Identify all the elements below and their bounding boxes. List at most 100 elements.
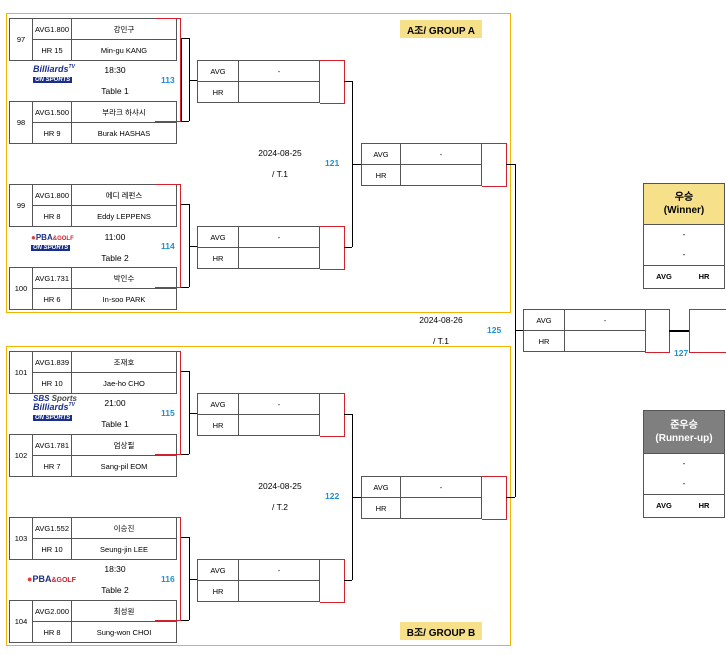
match-result-box: AVG- HR <box>361 476 482 519</box>
avg-label: AVG <box>197 226 239 248</box>
avg-label: AVG <box>197 559 239 581</box>
bracket-line <box>181 204 189 205</box>
bracket-line <box>181 121 189 122</box>
bracket-line <box>181 620 189 621</box>
match-table: Table 2 <box>101 253 129 263</box>
score-value <box>238 247 320 269</box>
bracket-connector <box>155 184 181 288</box>
player-name-en: Sung-won CHOI <box>71 621 177 643</box>
score-value: - <box>238 393 320 415</box>
player-hr: HR 10 <box>32 372 72 394</box>
broadcaster-logo: ●PBA&GOLF <box>27 574 76 585</box>
runnerup-header: 준우승 (Runner-up) <box>644 411 724 454</box>
winner-line1: - <box>682 230 686 239</box>
bracket-connector <box>482 476 507 520</box>
bracket-line <box>344 81 352 82</box>
player-avg: AVG1.839 <box>32 351 72 373</box>
match-number: 113 <box>161 75 175 85</box>
runnerup-hr-label: HR <box>698 501 710 510</box>
match-result-box: AVG- HR <box>197 559 320 602</box>
hr-label: HR <box>361 497 401 519</box>
match-date: 2024-08-25 <box>258 148 302 158</box>
avg-label: AVG <box>197 60 239 82</box>
bracket-connector <box>320 60 345 104</box>
score-value: - <box>238 226 320 248</box>
bracket-line <box>344 414 352 415</box>
bracket-connector <box>155 517 181 621</box>
score-value: - <box>564 309 646 331</box>
seed-number: 102 <box>9 434 33 477</box>
bracket-line <box>181 454 189 455</box>
match-table: / T.2 <box>272 502 288 512</box>
player-hr: HR 8 <box>32 621 72 643</box>
player-card: 102 AVG1.781 엄상필 HR 7 Sang-pil EOM <box>9 434 177 477</box>
winner-line2: - <box>644 245 724 266</box>
score-value: - <box>400 476 482 498</box>
score-value <box>400 164 482 186</box>
score-value: - <box>238 559 320 581</box>
avg-label: AVG <box>523 309 565 331</box>
bracket-line <box>189 246 197 247</box>
match-number: 122 <box>325 491 340 501</box>
bracket-line <box>669 330 689 332</box>
player-name-en: In-soo PARK <box>71 288 177 310</box>
bracket-line <box>189 80 197 81</box>
winner-hr-label: HR <box>698 272 710 281</box>
player-avg: AVG1.800 <box>32 184 72 206</box>
broadcaster-logo: SBS Sports BilliardsTV ON SPORTS <box>33 394 78 421</box>
bracket-line <box>515 330 523 331</box>
bracket-line <box>181 38 189 39</box>
bracket-line <box>181 38 182 121</box>
broadcaster-logo: ●PBA&GOLF ON SPORTS <box>31 233 74 251</box>
player-name-en: Seung-jin LEE <box>71 538 177 560</box>
group-a-box <box>6 13 511 313</box>
player-hr: HR 15 <box>32 39 72 61</box>
seed-number: 98 <box>9 101 33 144</box>
bracket-connector <box>689 309 726 353</box>
player-hr: HR 9 <box>32 122 72 144</box>
winner-header: 우승 (Winner) <box>644 184 724 225</box>
bracket-line <box>181 537 189 538</box>
seed-number: 100 <box>9 267 33 310</box>
player-name-en: Eddy LEPPENS <box>71 205 177 227</box>
runnerup-line1: - <box>682 459 686 468</box>
player-avg: AVG1.500 <box>32 101 72 123</box>
bracket-connector <box>320 393 345 437</box>
match-result-box: AVG- HR <box>197 226 320 269</box>
bracket-connector <box>645 309 670 353</box>
player-avg: AVG1.731 <box>32 267 72 289</box>
score-value: - <box>400 143 482 165</box>
group-a-label: A조/ GROUP A <box>400 20 482 38</box>
hr-label: HR <box>361 164 401 186</box>
runnerup-avg-label: AVG <box>656 501 672 510</box>
player-avg: AVG1.800 <box>32 18 72 40</box>
match-time: 18:30 <box>104 564 126 574</box>
avg-label: AVG <box>361 476 401 498</box>
bracket-line <box>189 537 190 620</box>
match-table: Table 1 <box>101 419 129 429</box>
bracket-connector <box>482 143 507 187</box>
bracket-line <box>344 247 352 248</box>
match-time: 11:00 <box>104 232 126 242</box>
seed-number: 104 <box>9 600 33 643</box>
player-name-en: Min-gu KANG <box>71 39 177 61</box>
hr-label: HR <box>197 414 239 436</box>
bracket-line <box>344 580 352 581</box>
winner-title-en: (Winner) <box>663 205 705 216</box>
score-value <box>238 81 320 103</box>
bracket-line <box>352 164 361 165</box>
bracket-line <box>189 38 190 121</box>
player-name-en: Jae-ho CHO <box>71 372 177 394</box>
winner-avg-label: AVG <box>656 272 672 281</box>
player-avg: AVG1.552 <box>32 517 72 539</box>
score-value <box>564 330 646 352</box>
bracket-line <box>506 164 515 165</box>
player-name-en: Sang-pil EOM <box>71 455 177 477</box>
seed-number: 99 <box>9 184 33 227</box>
score-value <box>238 414 320 436</box>
player-hr: HR 8 <box>32 205 72 227</box>
match-result-box: AVG- HR <box>361 143 482 186</box>
match-number: 116 <box>161 574 175 584</box>
bracket-connector <box>320 559 345 603</box>
bracket-connector <box>320 226 345 270</box>
